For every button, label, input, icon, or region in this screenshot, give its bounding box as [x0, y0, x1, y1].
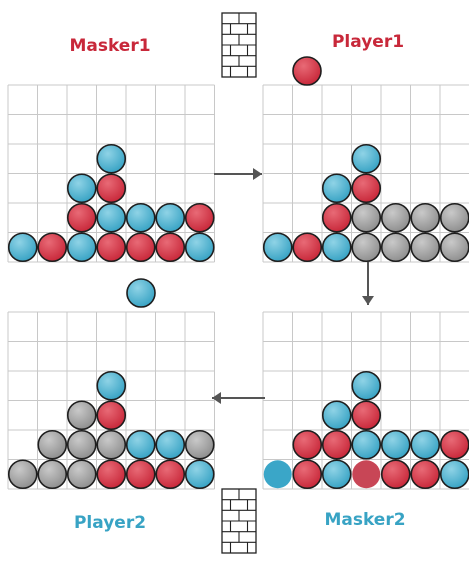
- board-bottom-right: [262, 311, 469, 490]
- ball-top-left: [125, 232, 156, 263]
- wall-icon-bottom: [221, 488, 257, 554]
- ball-bottom-right: [292, 459, 323, 490]
- ball-top-right: [351, 202, 382, 233]
- wall-icon-top: [221, 12, 257, 78]
- ball-bottom-right: [321, 429, 352, 460]
- ball-bottom-right: [439, 459, 469, 490]
- ball-top-left: [37, 232, 68, 263]
- ball-top-left: [155, 202, 186, 233]
- ball-top-right: [351, 232, 382, 263]
- ball-top-right: [321, 173, 352, 204]
- ball-top-right: [410, 202, 441, 233]
- ball-bottom-left: [125, 459, 156, 490]
- ball-top-left: [155, 232, 186, 263]
- ball-top-left: [184, 232, 215, 263]
- ball-bottom-left: [66, 400, 97, 431]
- ball-bottom-right: [263, 460, 292, 489]
- ball-top-left: [96, 173, 127, 204]
- ball-top-right: [380, 202, 411, 233]
- ball-top-right: [292, 232, 323, 263]
- ball-bottom-right: [410, 459, 441, 490]
- ball-bottom-left: [155, 429, 186, 460]
- ball-bottom-right: [351, 370, 382, 401]
- ball-bottom-right: [351, 400, 382, 431]
- ball-bottom-left: [66, 459, 97, 490]
- ball-top-right: [262, 232, 293, 263]
- ball-top-left: [125, 202, 156, 233]
- floating-ball-player2: [126, 278, 156, 308]
- ball-bottom-right: [321, 400, 352, 431]
- ball-bottom-left: [96, 429, 127, 460]
- ball-top-left: [66, 232, 97, 263]
- ball-bottom-left: [37, 459, 68, 490]
- ball-bottom-right: [321, 459, 352, 490]
- ball-bottom-right: [439, 429, 469, 460]
- ball-bottom-left: [7, 459, 38, 490]
- ball-bottom-left: [96, 459, 127, 490]
- label-player2: Player2: [73, 513, 147, 533]
- ball-bottom-left: [96, 370, 127, 401]
- arrow-right: [214, 168, 262, 180]
- ball-top-right: [439, 232, 469, 263]
- ball-top-left: [96, 232, 127, 263]
- ball-bottom-left: [37, 429, 68, 460]
- ball-top-left: [184, 202, 215, 233]
- arrow-down: [362, 262, 374, 305]
- ball-bottom-right: [352, 460, 381, 489]
- label-masker1: Masker1: [69, 36, 151, 56]
- ball-top-left: [66, 173, 97, 204]
- ball-top-right: [321, 202, 352, 233]
- ball-top-right: [380, 232, 411, 263]
- arrow-left: [212, 392, 265, 404]
- ball-bottom-left: [125, 429, 156, 460]
- ball-top-right: [351, 143, 382, 174]
- ball-top-right: [321, 232, 352, 263]
- board-bottom-left: [7, 311, 215, 490]
- ball-bottom-left: [184, 459, 215, 490]
- floating-ball-player1: [292, 56, 322, 86]
- ball-top-left: [96, 202, 127, 233]
- ball-top-left: [66, 202, 97, 233]
- ball-bottom-right: [292, 429, 323, 460]
- ball-top-right: [439, 202, 469, 233]
- ball-top-right: [351, 173, 382, 204]
- ball-bottom-right: [380, 429, 411, 460]
- ball-top-left: [7, 232, 38, 263]
- ball-bottom-right: [351, 429, 382, 460]
- ball-top-left: [96, 143, 127, 174]
- ball-top-right: [410, 232, 441, 263]
- ball-bottom-left: [96, 400, 127, 431]
- ball-bottom-right: [410, 429, 441, 460]
- ball-bottom-right: [380, 459, 411, 490]
- ball-bottom-left: [66, 429, 97, 460]
- ball-bottom-left: [184, 429, 215, 460]
- label-masker2: Masker2: [324, 510, 406, 530]
- ball-bottom-left: [155, 459, 186, 490]
- label-player1: Player1: [331, 32, 405, 52]
